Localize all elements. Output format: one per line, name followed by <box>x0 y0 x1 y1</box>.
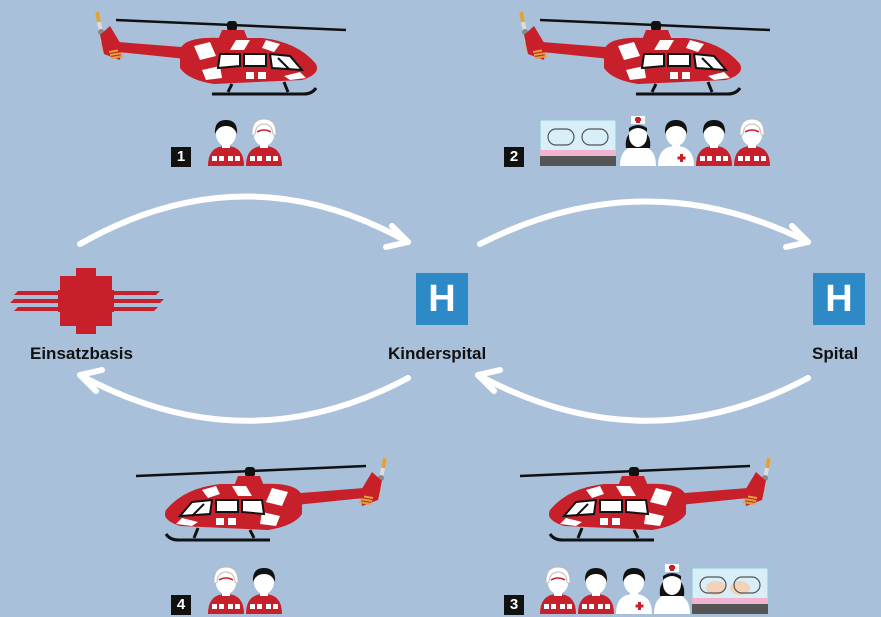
paramedic-icon <box>696 120 732 166</box>
arrow-icon <box>475 367 811 424</box>
helicopter-icon <box>518 456 771 542</box>
hospital-icon: H <box>416 273 468 325</box>
arrow-icon <box>477 198 811 250</box>
arrow-icon <box>77 193 411 250</box>
paramedic-icon <box>245 118 283 167</box>
incubator-icon <box>539 119 617 167</box>
step-number: 1 <box>171 147 191 167</box>
nurse-icon <box>620 116 656 166</box>
doctor-icon <box>658 120 694 166</box>
paramedic-icon <box>208 120 244 166</box>
location-label-base: Einsatzbasis <box>30 344 133 363</box>
helicopter-icon <box>134 456 387 542</box>
doctor-icon <box>616 568 652 614</box>
incubator-icon <box>691 567 769 615</box>
step-number: 3 <box>504 595 524 615</box>
paramedic-icon <box>733 118 771 167</box>
red-cross-icon <box>10 268 164 334</box>
step-number: 2 <box>504 147 524 167</box>
location-label-childrens-hospital: Kinderspital <box>388 344 487 363</box>
location-label-hospital: Spital <box>812 344 859 363</box>
paramedic-icon <box>207 566 245 615</box>
paramedic-icon <box>246 568 282 614</box>
nurse-icon <box>654 564 690 614</box>
arrow-icon <box>77 367 411 424</box>
step-number: 4 <box>171 595 191 615</box>
helicopter-icon <box>519 10 772 96</box>
helicopter-icon <box>95 10 348 96</box>
paramedic-icon <box>578 568 614 614</box>
paramedic-icon <box>539 566 577 615</box>
hospital-icon: H <box>813 273 865 325</box>
